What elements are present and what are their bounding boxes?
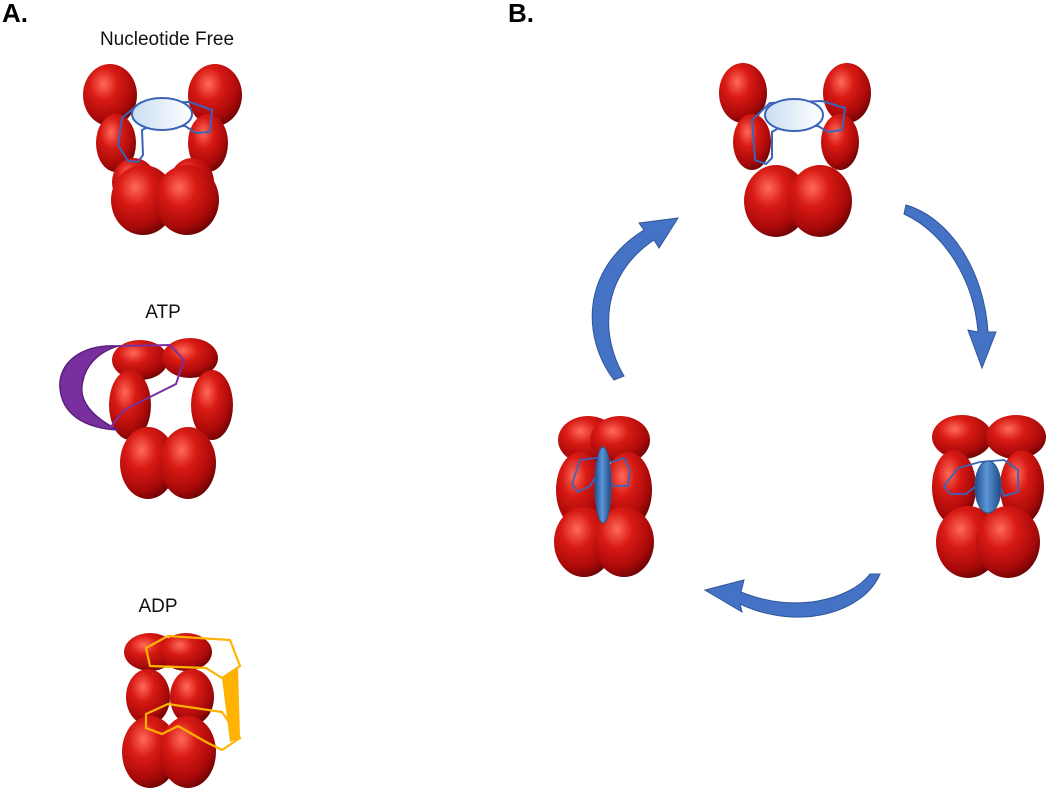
cycle-right-dimer [932,415,1046,578]
panel-a-label: A. [2,0,28,28]
cycle-right-substrate [942,459,1019,514]
arrow-top-to-right [903,204,997,370]
nucleotide-free-substrate [116,97,214,164]
panel-b-label: B. [508,0,534,28]
cycle-top-dimer [719,63,871,237]
cycle-top-substrate [750,98,847,166]
arrow-right-to-left [703,573,881,618]
atp-bound-substrate [59,343,186,431]
adp-dimer [122,633,216,788]
atp-dimer [109,338,233,499]
adp-label: ADP [138,596,178,617]
atp-label: ATP [145,302,181,323]
nucleotide-free-dimer [83,64,242,235]
nucleotide-free-label: Nucleotide Free [99,29,235,50]
arrow-left-to-top [591,217,679,381]
cycle-left-substrate [570,446,631,524]
adp-bound-substrate [144,634,242,752]
